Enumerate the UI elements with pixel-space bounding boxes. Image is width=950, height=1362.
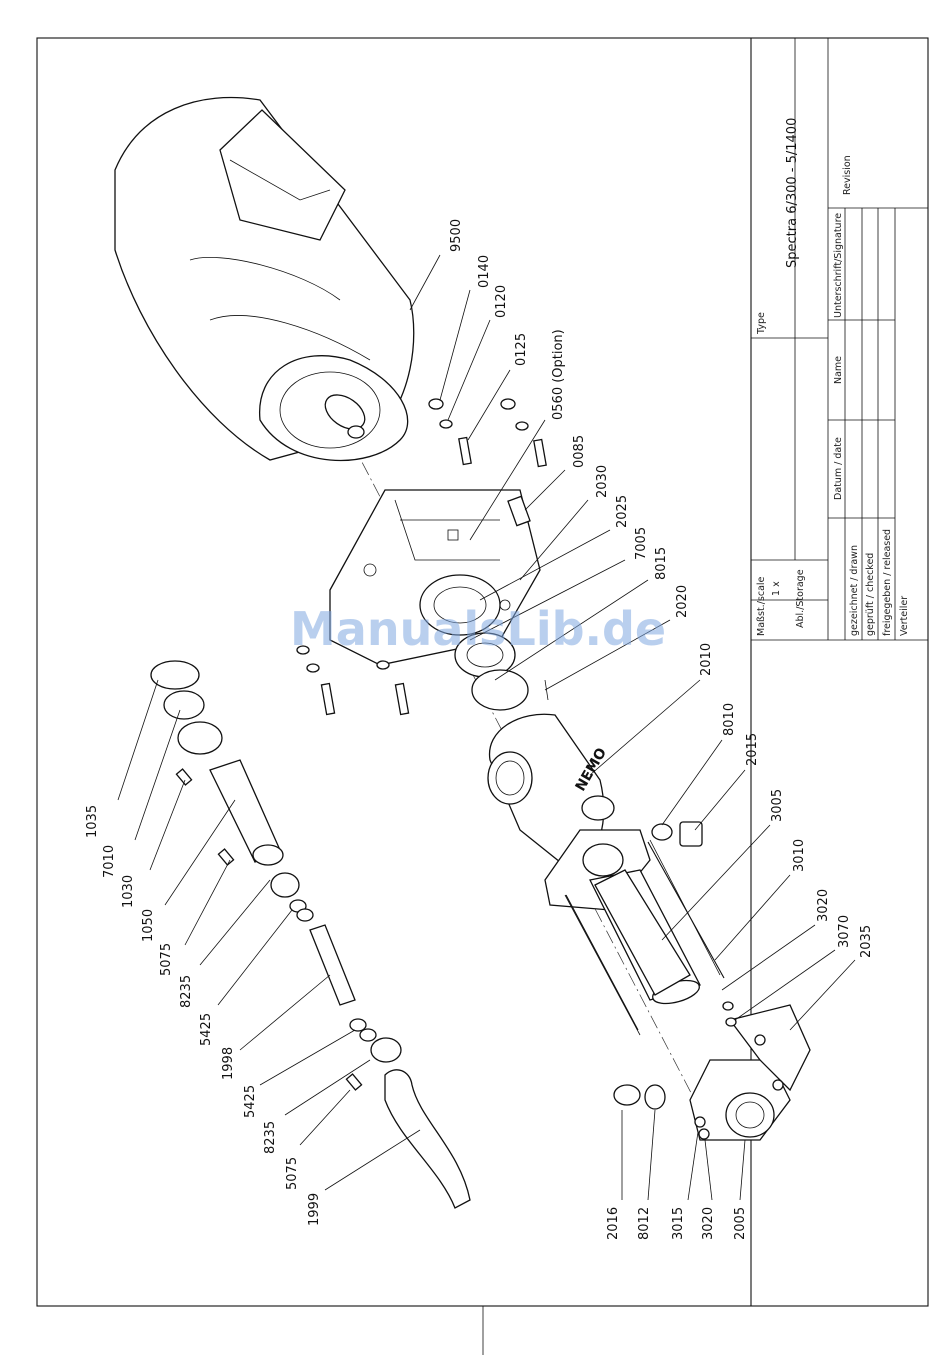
plugs: [613, 821, 737, 1110]
label-8235-top: 8235: [179, 975, 194, 1008]
leader-lines: [117, 254, 856, 1201]
label-2030: 2030: [595, 465, 610, 498]
label-3005: 3005: [770, 789, 785, 822]
label-5075-bottom: 5075: [285, 1157, 300, 1190]
drawing-frame: [36, 37, 929, 1307]
label-3015: 3015: [671, 1207, 686, 1240]
label-2015: 2015: [745, 733, 760, 766]
label-1998: 1998: [221, 1047, 236, 1080]
label-2010: 2010: [699, 643, 714, 676]
type-label: Type: [756, 312, 767, 335]
label-1035: 1035: [85, 805, 100, 838]
label-0120: 0120: [494, 285, 509, 318]
date-label: Datum / date: [833, 437, 844, 500]
rotor-stator-tube: [594, 869, 691, 996]
storage-label: Abl./Storage: [795, 569, 806, 628]
label-2020: 2020: [675, 585, 690, 618]
label-1030: 1030: [121, 875, 136, 908]
label-2016: 2016: [606, 1207, 621, 1240]
label-5425-bottom: 5425: [243, 1085, 258, 1118]
drawn-label: gezeichnet / drawn: [849, 545, 860, 636]
label-8012: 8012: [637, 1207, 652, 1240]
label-7010: 7010: [102, 845, 117, 878]
label-2035: 2035: [859, 925, 874, 958]
label-0085: 0085: [572, 435, 587, 468]
title-block: Maßst./scale 1 x Abl./Storage Type Spect…: [750, 38, 928, 1306]
label-8235-bottom: 8235: [263, 1121, 278, 1154]
part-labels: 9500 0140 0120 0125 0560 (Option) 0085 2…: [85, 219, 874, 1240]
label-0560: 0560 (Option): [551, 329, 566, 420]
housing-2030: [329, 489, 541, 666]
label-5075-top: 5075: [159, 943, 174, 976]
label-3070: 3070: [837, 915, 852, 948]
label-3010: 3010: [792, 839, 807, 872]
revision-label: Revision: [842, 155, 853, 195]
scale-value: 1 x: [771, 581, 782, 596]
label-8015: 8015: [654, 547, 669, 580]
checked-label: geprüft / checked: [865, 553, 876, 636]
signature-label: Unterschrift/Signature: [833, 213, 844, 318]
label-3020-bottom: 3020: [701, 1207, 716, 1240]
scale-label: Maßst./scale: [756, 576, 767, 636]
watermark: ManualsLib.de: [290, 602, 666, 656]
motor-9500: [114, 96, 415, 462]
label-3020-top: 3020: [816, 889, 831, 922]
label-8010: 8010: [722, 703, 737, 736]
type-value: Spectra 6/300 - 5/1400: [785, 118, 800, 268]
seal-rings: [454, 632, 549, 711]
label-2025: 2025: [615, 495, 630, 528]
label-7005: 7005: [634, 527, 649, 560]
end-housing-2005: [689, 1004, 811, 1141]
screws-0120-0125: [296, 398, 547, 716]
released-label: freigegeben / released: [882, 529, 893, 636]
label-0140: 0140: [477, 255, 492, 288]
distributor-label: Verteiler: [899, 596, 910, 636]
label-5425-top: 5425: [199, 1013, 214, 1046]
name-label: Name: [833, 356, 844, 384]
label-9500: 9500: [449, 219, 464, 252]
label-0125: 0125: [514, 333, 529, 366]
drive-shaft-group: [150, 660, 471, 1209]
tie-rods-3010: [565, 841, 725, 1031]
label-1050: 1050: [141, 909, 156, 942]
label-1999: 1999: [307, 1193, 322, 1226]
label-2005: 2005: [733, 1207, 748, 1240]
